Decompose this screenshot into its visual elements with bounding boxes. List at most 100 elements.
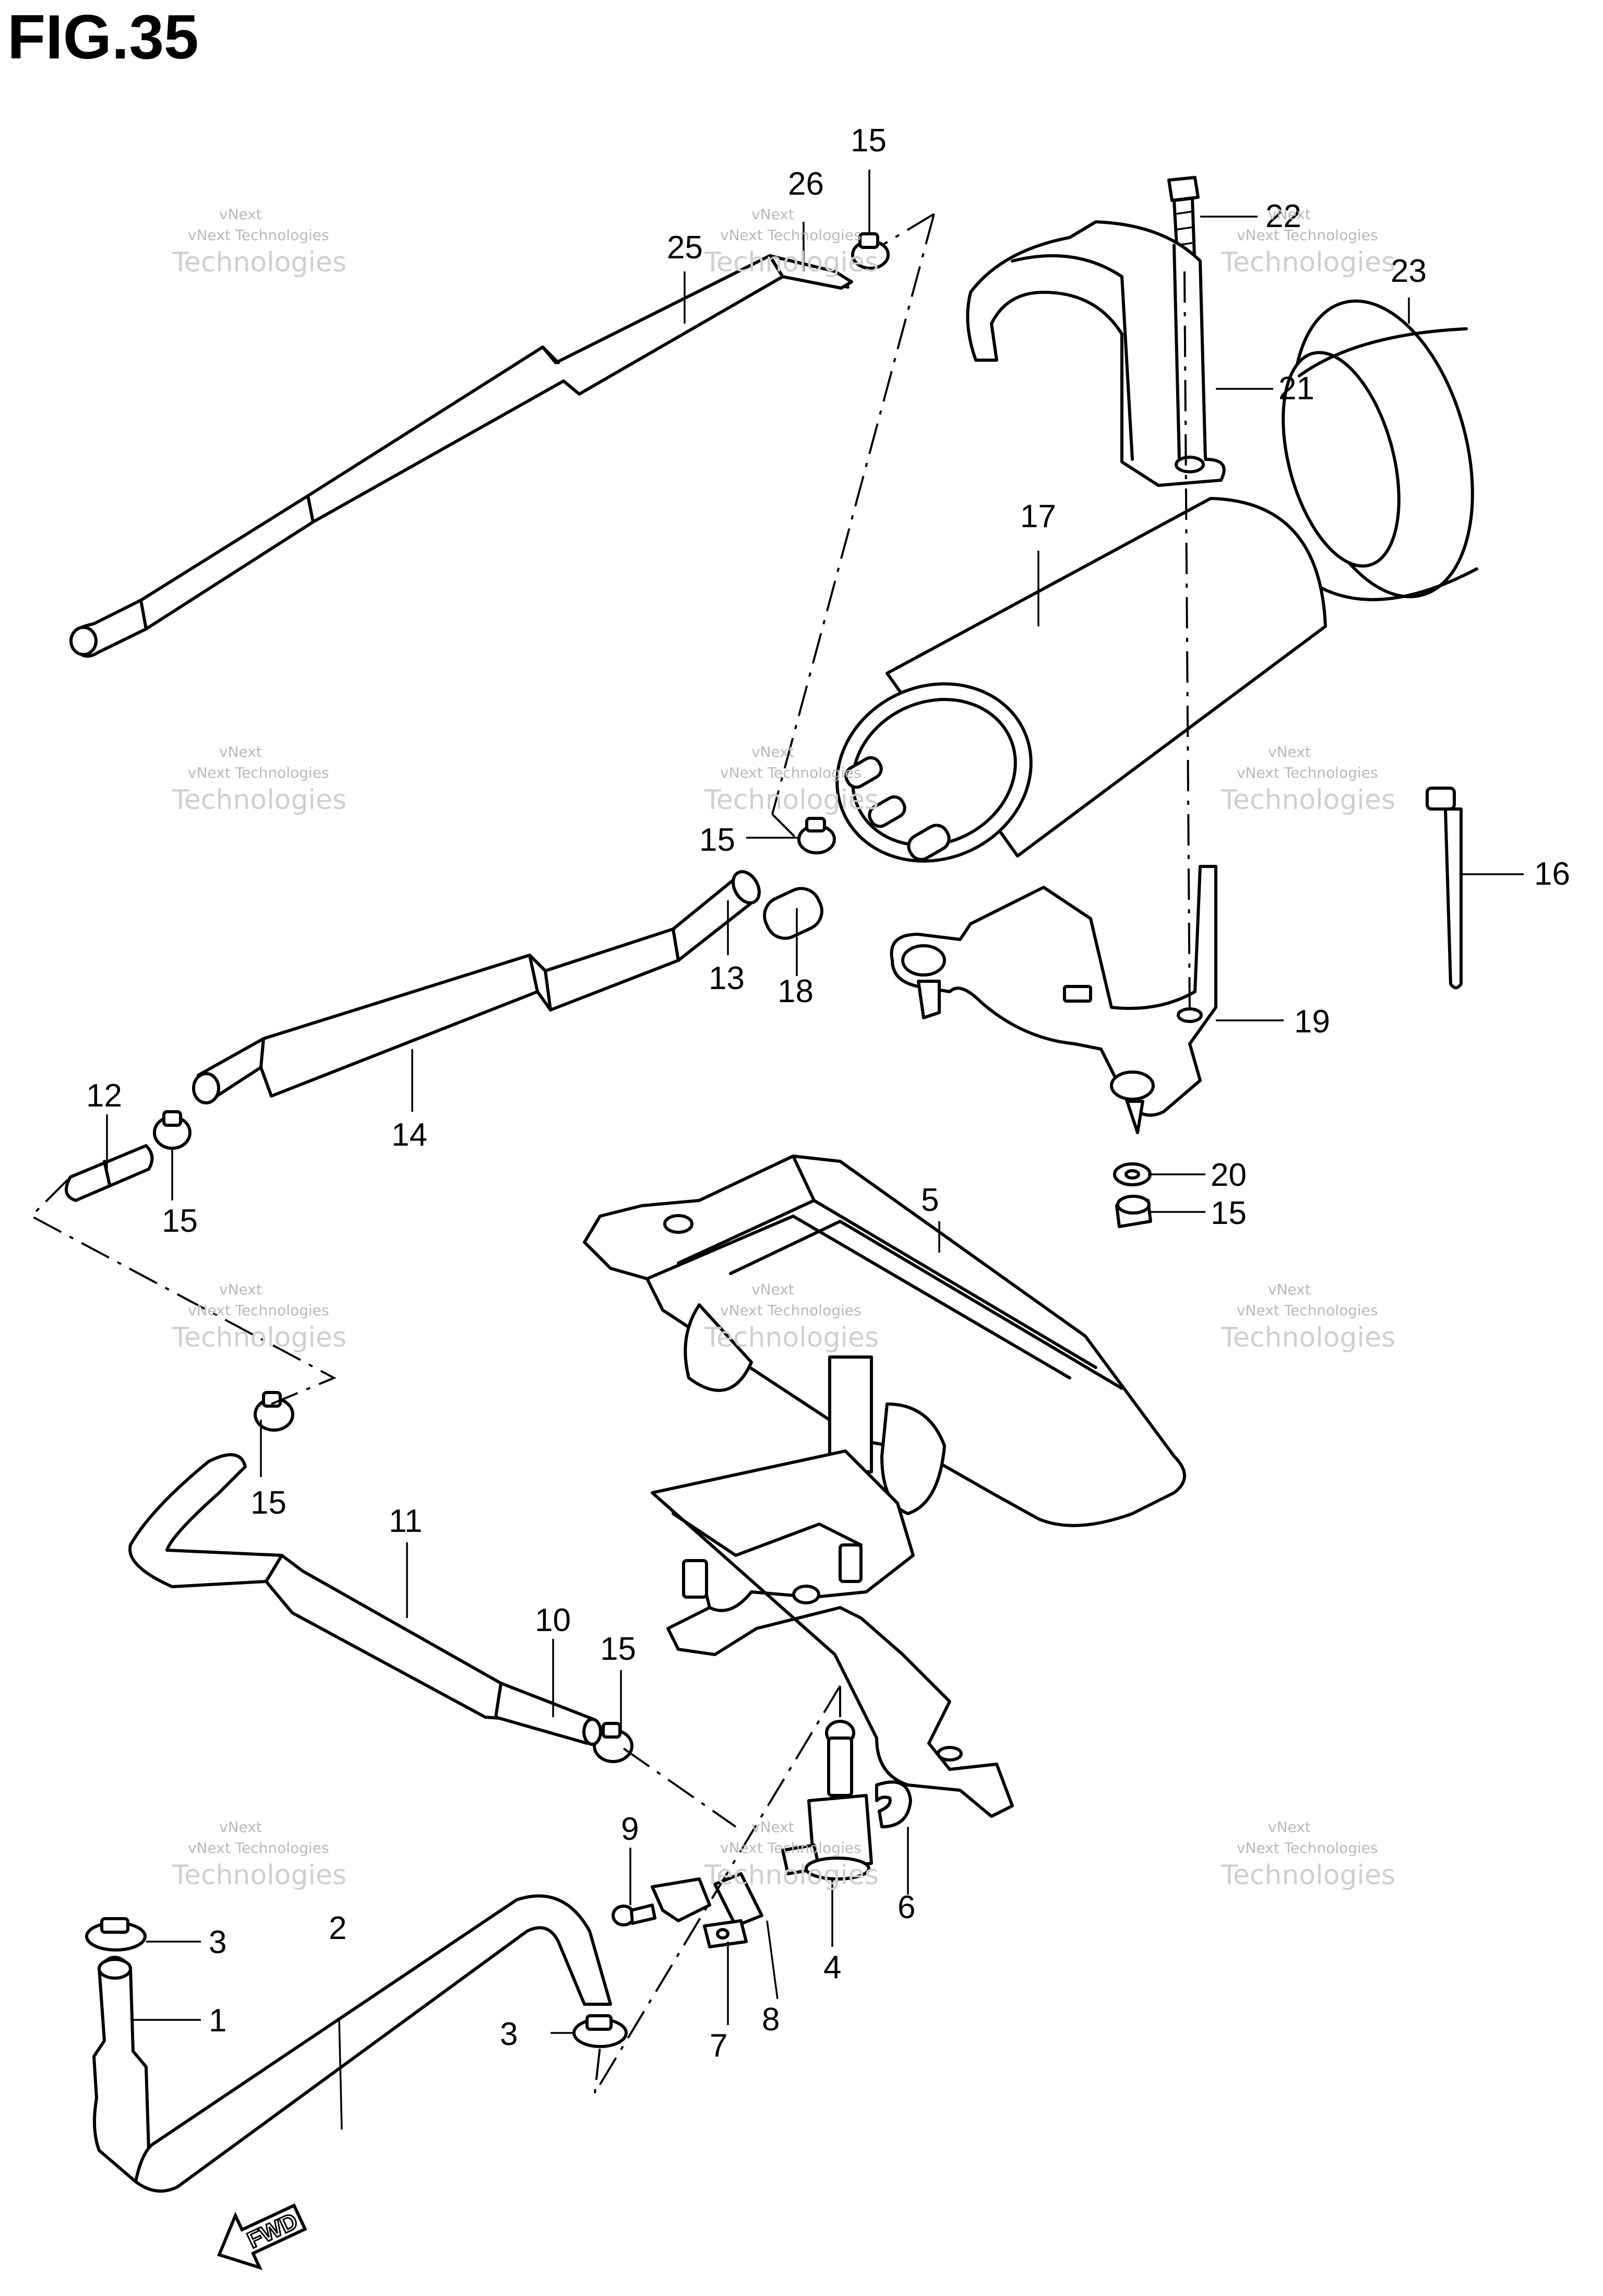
svg-text:Technologies: Technologies	[704, 1322, 879, 1353]
callout-15-left: 15	[162, 1203, 198, 1239]
callout-2: 2	[329, 1910, 346, 1946]
watermark-6: vNext vNext Technologies Technologies	[1221, 743, 1395, 816]
part-15-clip-lower	[254, 1391, 294, 1432]
svg-text:Technologies: Technologies	[704, 1860, 879, 1891]
svg-text:vNext Technologies: vNext Technologies	[1237, 1302, 1378, 1319]
part-12-connector	[65, 1144, 154, 1202]
part-15-clip-mid	[797, 817, 836, 854]
callout-21: 20	[1211, 1157, 1247, 1193]
watermark-12: vNext vNext Technologies Technologies	[1221, 1818, 1395, 1891]
part-10-hose-end	[494, 1682, 602, 1746]
figure-title: FIG.35	[7, 2, 199, 72]
callout-10: 10	[535, 1602, 571, 1638]
svg-text:vNext Technologies: vNext Technologies	[720, 1839, 862, 1857]
fwd-arrow: FWD	[217, 2203, 307, 2270]
svg-text:vNext Technologies: vNext Technologies	[720, 227, 862, 244]
svg-text:Technologies: Technologies	[1221, 247, 1395, 278]
part-15-clip-left	[153, 1110, 192, 1150]
callout-19: 19	[1294, 1004, 1330, 1040]
svg-text:vNext: vNext	[219, 1281, 262, 1298]
part-9-screw	[612, 1904, 656, 1926]
callout-9: 9	[621, 1811, 639, 1847]
part-19-lower-bracket	[890, 865, 1217, 1134]
part-6-clip	[875, 1780, 912, 1828]
watermark-5: vNext vNext Technologies Technologies	[704, 743, 879, 816]
callout-7: 7	[710, 2028, 727, 2064]
svg-text:vNext: vNext	[751, 1818, 794, 1836]
callout-16: 16	[1534, 856, 1570, 892]
callout-15-top: 15	[851, 123, 887, 159]
watermark-10: vNext vNext Technologies Technologies	[172, 1818, 346, 1891]
leader-lines	[106, 170, 1524, 2130]
watermark-9: vNext vNext Technologies Technologies	[1221, 1281, 1395, 1353]
watermark-line2: vNext Technologies	[188, 227, 329, 244]
callout-3-left: 3	[209, 1924, 226, 1960]
watermark-line3: Technologies	[172, 247, 346, 278]
part-11-hose	[128, 1453, 523, 1721]
svg-text:vNext Technologies: vNext Technologies	[188, 764, 329, 781]
part-24-ring	[1282, 299, 1478, 601]
callout-18: 18	[777, 973, 814, 1009]
part-18-cap	[763, 887, 823, 940]
svg-text:vNext: vNext	[751, 743, 794, 760]
svg-text:Technologies: Technologies	[172, 1322, 346, 1353]
watermark-3: vNext vNext Technologies Technologies	[1221, 206, 1395, 278]
svg-text:vNext: vNext	[1268, 1818, 1311, 1836]
svg-text:Technologies: Technologies	[1221, 1322, 1395, 1353]
svg-text:Technologies: Technologies	[1221, 784, 1395, 816]
svg-text:vNext: vNext	[219, 743, 262, 760]
svg-text:Technologies: Technologies	[1221, 1860, 1395, 1891]
callout-13: 13	[709, 960, 745, 996]
part-8-bracket	[713, 1872, 763, 1928]
svg-text:vNext: vNext	[751, 206, 794, 223]
watermark-1: vNext vNext Technologies Technologies	[172, 206, 346, 278]
svg-text:vNext: vNext	[751, 1281, 794, 1298]
callout-12: 12	[86, 1078, 122, 1114]
part-1-hose	[92, 1956, 150, 2183]
part-20-nut	[1115, 1195, 1152, 1228]
watermark-8: vNext vNext Technologies Technologies	[704, 1281, 879, 1353]
part-15-clip-bottom	[593, 1722, 633, 1763]
svg-text:Technologies: Technologies	[704, 784, 879, 816]
part-17-canister	[835, 497, 1327, 863]
callout-15-bottom: 15	[600, 1631, 636, 1667]
svg-text:vNext Technologies: vNext Technologies	[720, 1302, 862, 1319]
callout-22: 21	[1278, 371, 1314, 407]
part-26-hose	[69, 254, 784, 658]
callout-15-mid: 15	[699, 822, 735, 858]
callout-3-right: 3	[500, 2016, 518, 2052]
part-16-tie	[1426, 787, 1463, 990]
callout-20: 15	[1211, 1195, 1247, 1231]
callout-24: 23	[1391, 253, 1427, 289]
svg-text:vNext Technologies: vNext Technologies	[188, 1839, 329, 1857]
svg-text:vNext: vNext	[1268, 743, 1311, 760]
watermark-line1: vNext	[219, 206, 262, 223]
watermark-4: vNext vNext Technologies Technologies	[172, 743, 346, 816]
watermark-11: vNext vNext Technologies Technologies	[704, 1818, 879, 1891]
svg-text:Technologies: Technologies	[172, 1860, 346, 1891]
callout-15-lower: 15	[250, 1485, 286, 1521]
svg-text:vNext: vNext	[1268, 206, 1311, 223]
part-14-hose	[192, 927, 680, 1104]
callout-5: 5	[921, 1182, 939, 1218]
callout-1: 1	[209, 2003, 226, 2039]
part-2-hose	[134, 1894, 612, 2193]
callout-8: 8	[762, 2002, 780, 2038]
part-21-washer	[1113, 1162, 1152, 1186]
callout-14: 14	[391, 1117, 427, 1153]
callout-23: 22	[1265, 198, 1301, 234]
svg-text:Technologies: Technologies	[172, 784, 346, 816]
part-13-hose-end	[672, 870, 761, 962]
watermark-7: vNext vNext Technologies Technologies	[172, 1281, 346, 1353]
svg-text:vNext: vNext	[219, 1818, 262, 1836]
part-3-clamp-right	[572, 2014, 628, 2048]
callout-17: 17	[1020, 498, 1056, 534]
part-15-clip-top	[851, 232, 890, 270]
svg-text:vNext Technologies: vNext Technologies	[1237, 764, 1378, 781]
svg-text:vNext Technologies: vNext Technologies	[720, 764, 862, 781]
callout-11: 11	[389, 1503, 422, 1539]
watermark-2: vNext vNext Technologies Technologies	[704, 206, 879, 278]
part-22-band-bracket	[966, 220, 1226, 487]
callout-6: 6	[898, 1889, 915, 1925]
